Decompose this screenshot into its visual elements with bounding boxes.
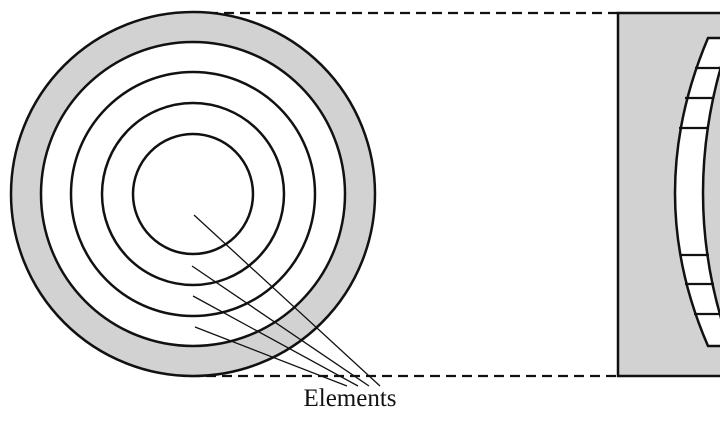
center-element <box>131 132 255 256</box>
elements-label: Elements <box>303 385 397 412</box>
front-view <box>9 10 377 378</box>
ring-element-3 <box>69 70 317 318</box>
leader-line-4 <box>194 326 348 387</box>
ring-element-2 <box>100 101 286 287</box>
leader-line-1 <box>193 214 381 387</box>
ring-element-4 <box>39 40 347 348</box>
projection-lines <box>190 11 618 378</box>
leader-line-2 <box>191 265 370 387</box>
leader-lines <box>191 214 381 387</box>
element-dividers <box>679 66 720 316</box>
leader-line-3 <box>192 295 359 387</box>
side-view <box>616 11 720 378</box>
